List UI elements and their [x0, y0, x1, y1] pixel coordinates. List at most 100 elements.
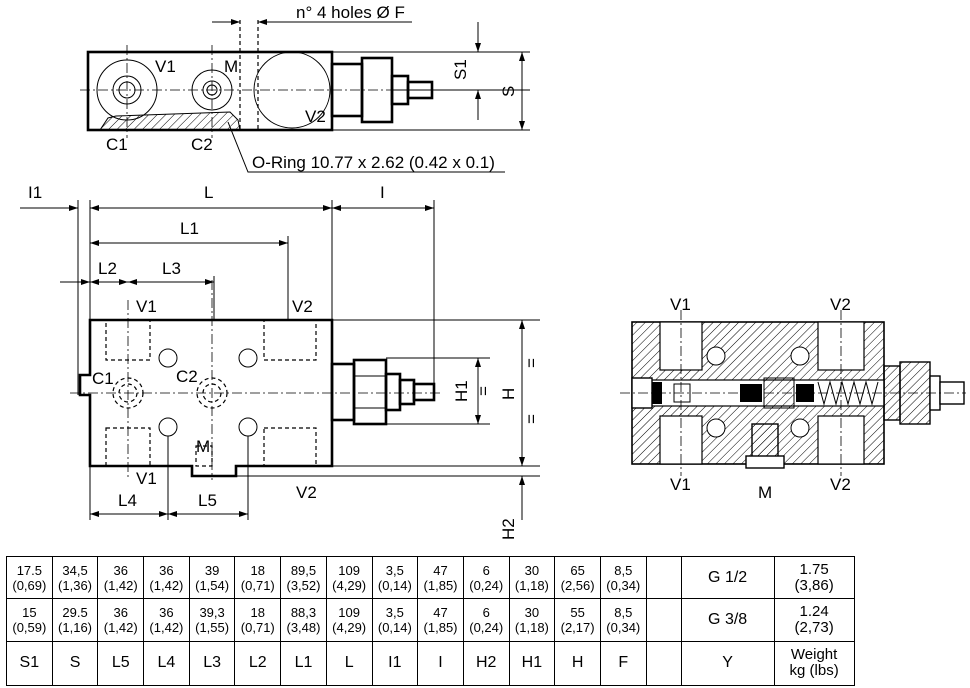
- imperial-value: (4,29): [332, 577, 367, 593]
- imperial-value: (1,55): [195, 619, 230, 635]
- table-cell-weight: 1.24(2,73): [773, 598, 855, 642]
- holes-label: n° 4 holes Ø F: [296, 3, 405, 22]
- metric-value: 47: [433, 604, 448, 620]
- table-cell-l: 109(4,29): [325, 555, 373, 600]
- front-v2-top-label: V2: [292, 297, 313, 316]
- metric-value: 109: [338, 604, 360, 620]
- oring-label: O-Ring 10.77 x 2.62 (0.42 x 0.1): [252, 153, 495, 172]
- table-cell-l3: 39,3(1,55): [188, 598, 236, 642]
- table-cell-h2: 6(0,24): [462, 555, 510, 600]
- front-view: I1 L I L1 L2 L3 V1 V2 C1 C2 V1 M V2 L4 L…: [20, 183, 541, 540]
- metric-value: 6: [482, 562, 490, 578]
- imperial-value: (0,14): [377, 577, 412, 593]
- metric-value: 30: [524, 604, 540, 620]
- imperial-value: (0,34): [606, 619, 641, 635]
- imperial-value: (2,56): [560, 577, 595, 593]
- imperial-value: (1,85): [423, 577, 458, 593]
- table-header-h2: H2: [462, 640, 510, 687]
- sec-m-label: M: [758, 483, 772, 502]
- imperial-value: (1,16): [58, 619, 93, 635]
- table-cell-f: 8,5(0,34): [599, 555, 647, 600]
- imperial-value: (0,24): [469, 577, 504, 593]
- table-cell-i1: 3,5(0,14): [371, 598, 419, 642]
- metric-value: 18: [250, 604, 266, 620]
- imperial-value: (4,29): [332, 619, 367, 635]
- table-header-f: F: [599, 640, 647, 687]
- table-row: 17.5(0,69)34,5(1,36)36(1,42)36(1,42)39(1…: [6, 555, 855, 600]
- l4-label: L4: [118, 491, 137, 510]
- table-cell-l1: 89,5(3,52): [280, 555, 327, 600]
- metric-value: 36: [159, 562, 174, 578]
- table-cell-l3: 39(1,54): [188, 555, 236, 600]
- metric-value: 18: [250, 562, 266, 578]
- h1-label: H1: [452, 380, 471, 402]
- table-header-l2: L2: [234, 640, 282, 687]
- l5-label: L5: [198, 491, 217, 510]
- i-label: I: [380, 183, 385, 202]
- table-header-l1: L1: [280, 640, 327, 687]
- sec-v1-bottom-label: V1: [670, 475, 691, 494]
- imperial-value: (0,14): [377, 619, 412, 635]
- metric-value: 109: [338, 562, 360, 578]
- top-c1-label: C1: [106, 135, 128, 154]
- table-cell-empty: [645, 598, 682, 642]
- weight-kg: 1.24: [799, 602, 829, 620]
- front-v1-top-label: V1: [136, 297, 157, 316]
- table-cell-h: 55(2,17): [554, 598, 601, 642]
- dimension-table: 17.5(0,69)34,5(1,36)36(1,42)36(1,42)39(1…: [6, 555, 855, 687]
- table-cell-h1: 30(1,18): [508, 555, 556, 600]
- valve-drawing: n° 4 holes Ø F V1 M V2 C1 C2 O-Ring 10.7…: [20, 3, 966, 540]
- sec-v1-top-label: V1: [670, 295, 691, 314]
- top-view: n° 4 holes Ø F V1 M V2 C1 C2 O-Ring 10.7…: [80, 3, 530, 173]
- metric-value: 3,5: [385, 604, 404, 620]
- i1-label: I1: [28, 183, 42, 202]
- section-view: V1 V2 V1 M V2: [620, 295, 966, 502]
- metric-value: 39: [204, 562, 220, 578]
- imperial-value: (0,34): [606, 577, 641, 593]
- front-c1-label: C1: [92, 369, 114, 388]
- sec-v2-bottom-label: V2: [830, 475, 851, 494]
- metric-value: 34,5: [62, 562, 88, 578]
- table-header-empty: [645, 640, 682, 687]
- weight-lbs: (3,86): [794, 576, 834, 594]
- top-c2-label: C2: [191, 135, 213, 154]
- table-header-l4: L4: [143, 640, 190, 687]
- imperial-value: (3,48): [286, 619, 321, 635]
- imperial-value: (1,54): [195, 577, 230, 593]
- imperial-value: (1,42): [103, 619, 138, 635]
- table-cell-empty: [645, 555, 682, 600]
- h-eq-bottom-label: =: [522, 414, 541, 424]
- table-header-h: H: [554, 640, 601, 687]
- table-cell-s1: 15(0,59): [6, 598, 53, 642]
- table-cell-i1: 3,5(0,14): [371, 555, 419, 600]
- imperial-value: (0,71): [240, 577, 275, 593]
- table-header-l: L: [325, 640, 373, 687]
- l-label: L: [204, 183, 213, 202]
- table-header-s: S: [51, 640, 99, 687]
- metric-value: 47: [433, 562, 448, 578]
- imperial-value: (1,42): [149, 577, 184, 593]
- front-v2-bottom-label: V2: [296, 483, 317, 502]
- table-cell-f: 8,5(0,34): [599, 598, 647, 642]
- imperial-value: (2,17): [560, 619, 595, 635]
- h-eq-top-label: =: [522, 358, 541, 368]
- table-header-y: Y: [680, 640, 775, 687]
- table-cell-i: 47(1,85): [417, 555, 464, 600]
- metric-value: 36: [113, 604, 128, 620]
- top-v2-label: V2: [305, 107, 326, 126]
- h-label: H: [499, 388, 518, 400]
- metric-value: 39,3: [199, 604, 225, 620]
- metric-value: 36: [159, 604, 174, 620]
- imperial-value: (1,42): [149, 619, 184, 635]
- table-cell-l5: 36(1,42): [97, 598, 145, 642]
- top-m-label: M: [224, 57, 238, 76]
- metric-value: 30: [524, 562, 540, 578]
- h1-eq-label: =: [474, 386, 493, 396]
- imperial-value: (0,24): [469, 619, 504, 635]
- metric-value: 29.5: [62, 604, 88, 620]
- metric-value: 55: [570, 604, 585, 620]
- table-cell-l4: 36(1,42): [143, 555, 190, 600]
- table-cell-y: G 1/2: [680, 555, 775, 600]
- table-cell-l5: 36(1,42): [97, 555, 145, 600]
